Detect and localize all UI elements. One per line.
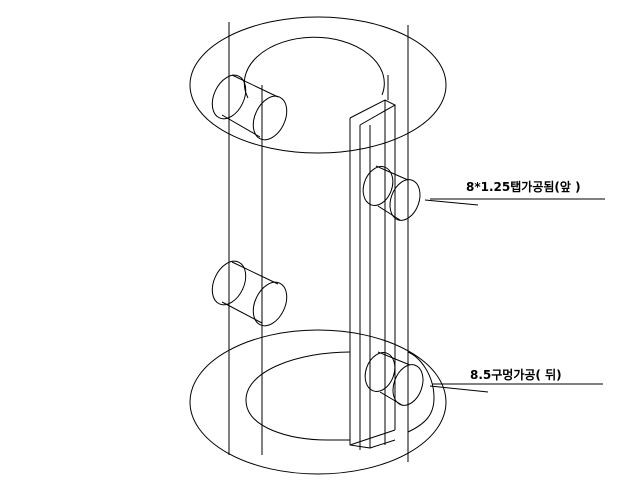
hole-middle-left-back [252,281,288,327]
keyway-bottom-edge [349,429,396,446]
hole-middle-left-top [231,261,279,285]
hole-upper-right [362,165,421,221]
hole-lower-right-bottom [379,391,403,406]
leaders [424,198,605,393]
leader-top-pointer [424,199,479,206]
bottom-flange-bore-right [407,351,435,433]
hole-middle-left-bottom [221,301,263,324]
hole-upper-right-back [389,179,421,221]
top-flange-bore [243,36,385,99]
hole-middle-left [211,260,288,327]
bottom-flange-bore [245,351,351,441]
keyway-bottom-edge-2 [369,439,396,449]
top-flange [189,16,447,154]
keyway-top-face [349,99,397,126]
top-flange-outer [189,16,447,154]
hole-upper-left-bottom [221,114,261,138]
hole-upper-right-top [375,165,409,181]
hole-upper-left-top [231,74,279,98]
keyway-slot [349,99,397,450]
hole-upper-right-bottom [377,205,401,221]
hole-middle-left-front [211,260,247,306]
hole-upper-left [211,74,288,141]
bottom-flange-outer [189,329,447,475]
drilled-hole-label: 8.5구멍가공( 뒤) [470,367,562,382]
cylinder-body [228,22,409,462]
tapped-hole-label: 8*1.25탭가공됨(앞 ) [466,179,581,194]
hole-lower-right-top [377,351,411,366]
hole-upper-right-front [362,166,394,206]
hole-upper-left-front [211,74,247,120]
leader-bottom-pointer [429,385,489,393]
hole-lower-right-front [364,352,396,392]
hole-upper-left-back [252,95,288,141]
hole-lower-right [364,351,424,406]
bottom-flange [189,329,447,475]
